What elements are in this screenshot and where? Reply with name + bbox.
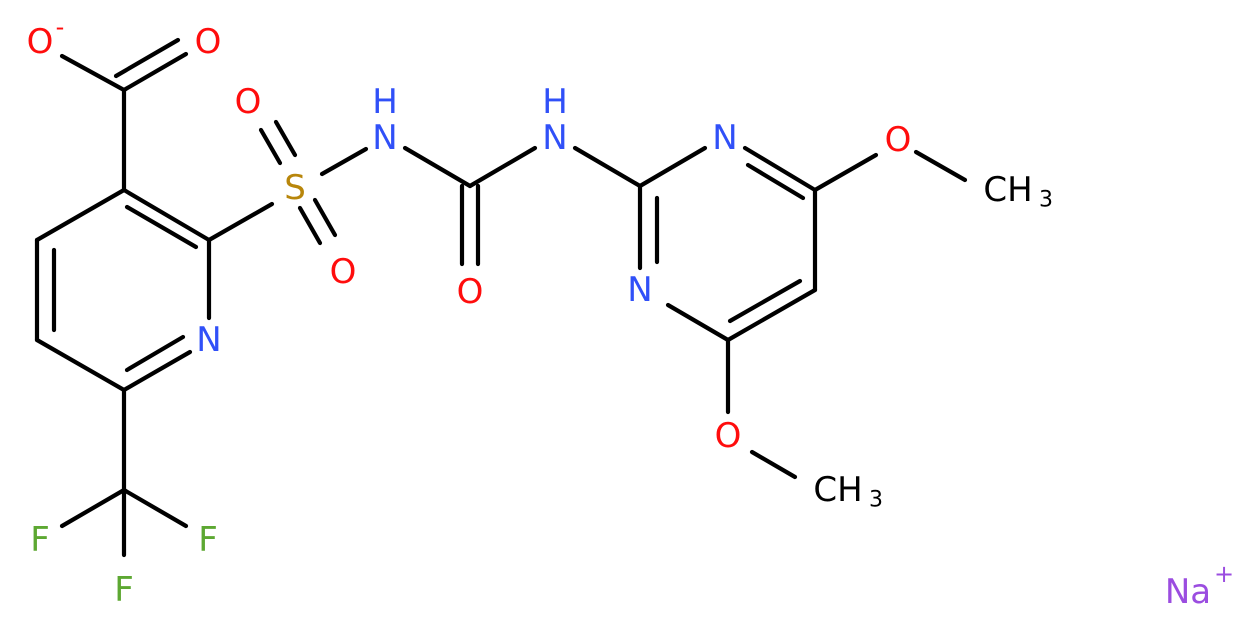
charge-o-minus: - [56, 13, 65, 41]
bond-o1-me1 [913, 149, 968, 183]
bond-ccf3-f1 [59, 487, 127, 529]
atom-methoxy1-ch: CH [983, 170, 1032, 210]
atom-methoxy2-o: O [715, 416, 742, 456]
bond-ccarb-ocarbonyl [121, 51, 189, 93]
bond-nh1-curea [402, 145, 473, 189]
atom-pyridine-n: N [196, 320, 221, 360]
bond-n1-c6 [121, 349, 193, 393]
atom-pyrimidine-n-top: N [712, 118, 737, 158]
atom-sodium: Na [1165, 572, 1211, 612]
atom-sulfur: S [284, 168, 306, 208]
bond-s-otop-1 [258, 127, 283, 166]
bond-group [34, 37, 968, 558]
bond-ccarb-ominus [59, 53, 127, 93]
atom-so-top: O [235, 82, 262, 122]
charge-sodium: + [1214, 560, 1234, 588]
bond-n1-c6-inner [124, 334, 186, 373]
atom-o-carbonyl: O [195, 22, 222, 62]
bond-ccarb-ocarbonyl-2 [113, 37, 181, 79]
bond-n1p-c6p [742, 145, 818, 193]
atom-methoxy1-o: O [885, 120, 912, 160]
atom-f-right: F [198, 520, 218, 560]
bond-o2-me2 [749, 449, 798, 480]
atom-nh2-n: N [542, 118, 567, 158]
bond-c3-c2-inner [124, 204, 199, 250]
bond-s-obot-1 [297, 205, 323, 246]
bond-c4-c3 [34, 187, 127, 243]
bond-ccf3-f2 [121, 487, 189, 529]
atom-nh2-h: H [542, 82, 568, 122]
atom-so-bottom: O [330, 252, 357, 292]
bond-s-nh1 [319, 146, 369, 177]
bond-c2p-n1p [637, 145, 708, 189]
bond-c4p-n3p [665, 302, 731, 343]
bond-s-obot-2 [312, 197, 338, 238]
bond-curea-nh2 [467, 145, 538, 189]
atom-f-left: F [30, 520, 50, 560]
bond-c6p-o1 [812, 152, 879, 193]
atom-methoxy2-ch: CH [813, 470, 862, 510]
bond-c5p-c4p [725, 287, 818, 343]
atom-pyrimidine-n-bottom: N [627, 270, 652, 310]
bond-c6-c5 [34, 337, 127, 393]
bond-s-otop-2 [273, 119, 298, 158]
atom-methoxy1-sub: 3 [1039, 188, 1053, 213]
bond-nh2-cpyr [572, 145, 643, 189]
bond-c2-s [206, 201, 275, 243]
bond-c3-c2 [121, 187, 212, 243]
atom-labels: O - O S O O N H O N H N N N O CH 3 O CH … [27, 13, 1234, 612]
bond-c5p-c4p-inner [727, 278, 803, 324]
atom-nh1-n: N [372, 118, 397, 158]
bond-n1p-c6p-inner [745, 162, 806, 201]
atom-o-minus: O [27, 22, 54, 62]
atom-methoxy2-sub: 3 [869, 488, 883, 513]
atom-f-bottom: F [114, 570, 134, 610]
atom-urea-o: O [457, 272, 484, 312]
atom-nh1-h: H [372, 82, 398, 122]
